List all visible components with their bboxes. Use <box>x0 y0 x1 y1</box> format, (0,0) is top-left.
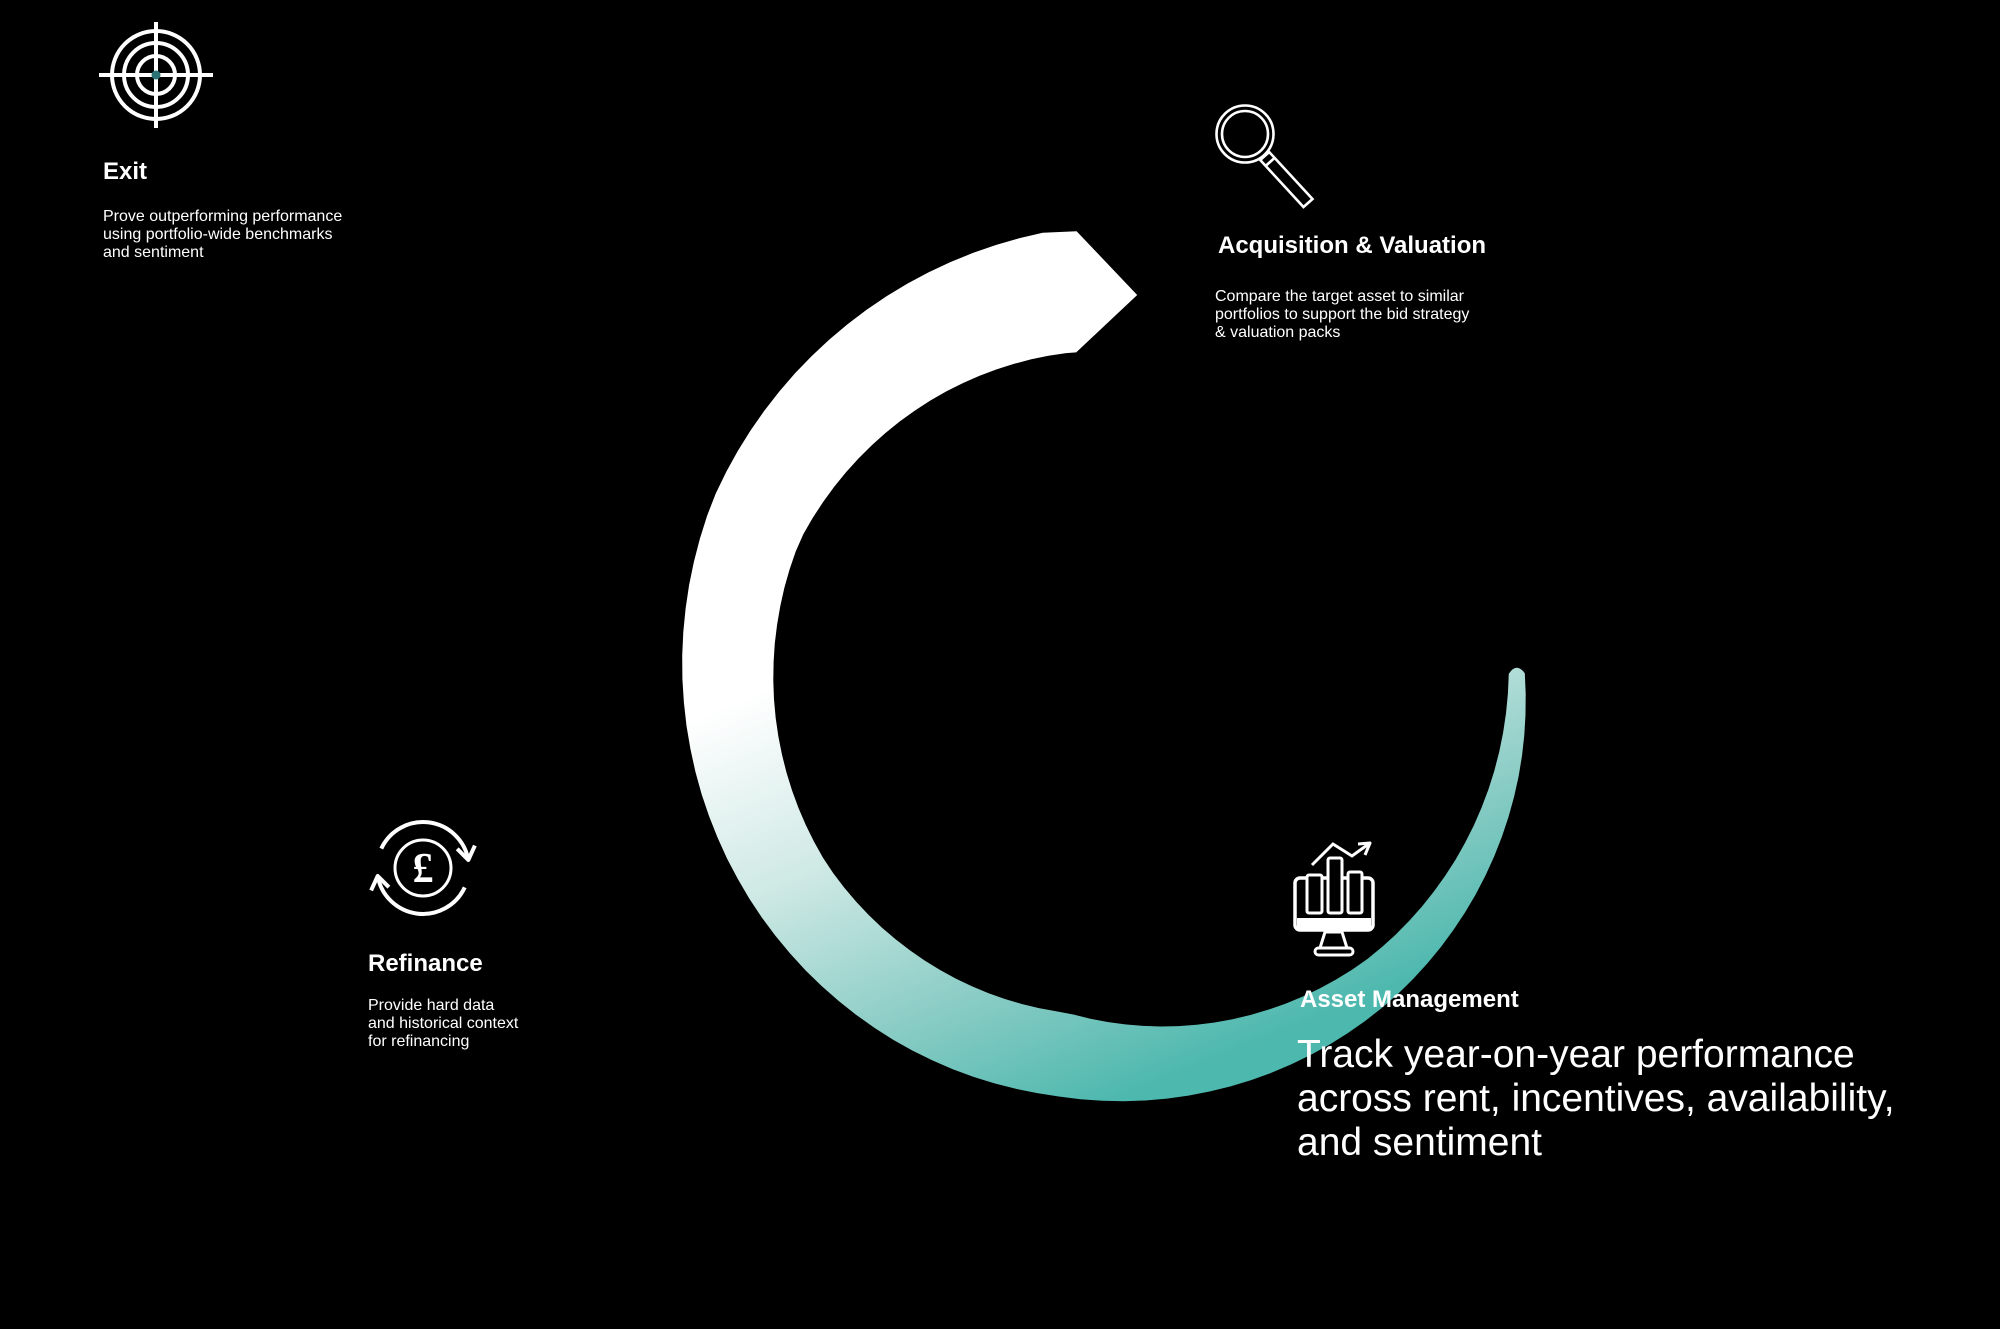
description-line: and historical context <box>368 1015 519 1032</box>
description-line: across rent, incentives, availability, <box>1297 1077 1895 1120</box>
magnifier-icon <box>1215 104 1315 209</box>
pound-symbol: £ <box>413 846 434 892</box>
cycle-arrow-arc <box>682 231 1526 1102</box>
description-line: for refinancing <box>368 1033 470 1050</box>
description-line: and sentiment <box>1297 1121 1542 1164</box>
stage-description-asset-management: Track year-on-year performance across re… <box>1297 1033 1895 1165</box>
description-line: Compare the target asset to similar <box>1215 288 1464 305</box>
stage-description-acquisition: Compare the target asset to similar port… <box>1215 288 1469 342</box>
target-icon <box>99 22 213 128</box>
description-line: & valuation packs <box>1215 324 1341 341</box>
description-line: Track year-on-year performance <box>1297 1033 1855 1076</box>
monitor-chart-icon <box>1293 841 1375 957</box>
stage-description-exit: Prove outperforming performance using po… <box>103 208 342 262</box>
stage-title-acquisition: Acquisition & Valuation <box>1218 231 1487 259</box>
target-center-dot <box>151 70 161 80</box>
description-line: using portfolio-wide benchmarks <box>103 226 333 243</box>
stage-title-exit: Exit <box>103 157 148 185</box>
description-line: portfolios to support the bid strategy <box>1215 306 1470 323</box>
description-line: Prove outperforming performance <box>103 208 343 225</box>
stage-title-asset-management: Asset Management <box>1300 985 1519 1013</box>
description-line: Provide hard data <box>368 997 495 1014</box>
stage-title-refinance: Refinance <box>368 949 483 977</box>
currency-cycle-icon: £ <box>369 820 477 916</box>
description-line: and sentiment <box>103 244 204 261</box>
stage-description-refinance: Provide hard data and historical context… <box>368 997 518 1051</box>
